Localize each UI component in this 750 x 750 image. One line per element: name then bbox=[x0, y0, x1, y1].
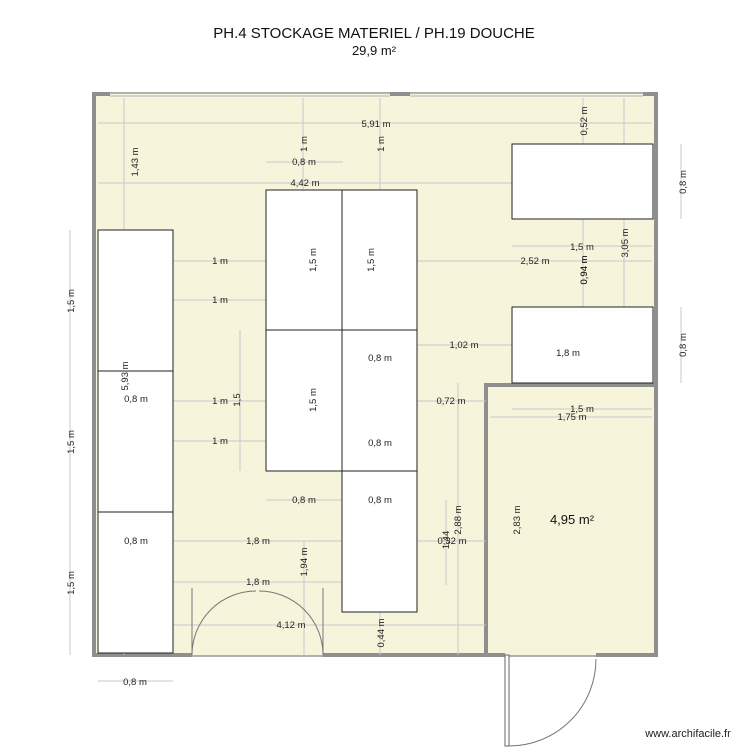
dim-vert-15-c: 1,5 bbox=[232, 393, 243, 406]
dim-102: 1,02 m bbox=[449, 340, 478, 351]
dim-vert-15-a: 1,5 m bbox=[308, 248, 319, 272]
center-unit-2 bbox=[341, 189, 418, 331]
dim-144: 1,44 bbox=[441, 531, 452, 550]
dim-032: 0,32 m bbox=[437, 536, 466, 547]
center-unit-3 bbox=[265, 329, 343, 472]
dim-072: 0,72 m bbox=[436, 396, 465, 407]
dim-right-252: 2,52 m bbox=[520, 256, 549, 267]
storage-units bbox=[97, 143, 654, 654]
dim-top-gap-left: 1,43 m bbox=[130, 147, 141, 176]
dim-mid-08-d: 0,8 m bbox=[368, 495, 392, 506]
dim-283: 2,83 m bbox=[512, 505, 523, 534]
dim-right-08-b: 0,8 m bbox=[678, 333, 689, 357]
dim-block-08-top: 0,8 m bbox=[292, 157, 316, 168]
walls bbox=[92, 92, 658, 657]
dim-194: 1,94 m bbox=[299, 547, 310, 576]
right-unit-top bbox=[511, 143, 654, 220]
dim-288: 2,88 m bbox=[453, 505, 464, 534]
main-double-door bbox=[191, 588, 324, 656]
dim-right-08-a: 0,8 m bbox=[678, 170, 689, 194]
dim-width-total: 5,91 m bbox=[361, 119, 390, 130]
dim-175: 1,75 m bbox=[557, 412, 586, 423]
dim-mid-08-b: 0,8 m bbox=[368, 438, 392, 449]
dim-left-15-c: 1,5 m bbox=[66, 571, 77, 595]
dim-vert-15-b: 1,5 m bbox=[366, 248, 377, 272]
dim-col-1m-3: 1 m bbox=[212, 396, 228, 407]
dim-left-08-a: 0,8 m bbox=[124, 394, 148, 405]
dim-width-inner: 4,42 m bbox=[290, 178, 319, 189]
dimension-labels: 5,91 m 4,42 m 0,8 m 1,43 m 1 m 1 m 0,52 … bbox=[66, 106, 689, 688]
dim-gap-1m-a: 1 m bbox=[299, 136, 310, 152]
dim-left-15-b: 1,5 m bbox=[66, 430, 77, 454]
dim-left-15-a: 1,5 m bbox=[66, 289, 77, 313]
dim-15-shower: 1,5 m bbox=[570, 404, 594, 415]
shower-area-label: 4,95 m² bbox=[550, 512, 595, 527]
dim-left-08-b: 0,8 m bbox=[124, 536, 148, 547]
dim-right-305: 3,05 m bbox=[620, 228, 631, 257]
shower-door bbox=[504, 654, 597, 747]
dim-vert-15-d: 1,5 m bbox=[308, 388, 319, 412]
center-unit-4 bbox=[341, 329, 418, 472]
center-unit-1 bbox=[265, 189, 343, 331]
center-unit-5 bbox=[341, 470, 418, 613]
left-unit-2 bbox=[97, 370, 174, 513]
dim-bottom-08: 0,8 m bbox=[123, 677, 147, 688]
dim-18-b: 1,8 m bbox=[246, 577, 270, 588]
plan-title: PH.4 STOCKAGE MATERIEL / PH.19 DOUCHE bbox=[213, 25, 534, 42]
dim-044: 0,44 m bbox=[376, 618, 387, 647]
total-area-label: 29,9 m² bbox=[352, 43, 397, 58]
left-unit-1 bbox=[97, 229, 174, 372]
dim-412: 4,12 m bbox=[276, 620, 305, 631]
dim-col-1m-4: 1 m bbox=[212, 436, 228, 447]
dim-mid-08-c: 0,8 m bbox=[292, 495, 316, 506]
watermark: www.archifacile.fr bbox=[644, 728, 731, 740]
left-unit-3 bbox=[97, 511, 174, 654]
right-unit-mid bbox=[511, 306, 654, 384]
dim-col-1m-2: 1 m bbox=[212, 295, 228, 306]
dim-col-1m-1: 1 m bbox=[212, 256, 228, 267]
dim-right-094-b: 0,94 m bbox=[579, 255, 590, 284]
dim-mid-08-a: 0,8 m bbox=[368, 353, 392, 364]
dim-18-right: 1,8 m bbox=[556, 348, 580, 359]
dim-top-right-052: 0,52 m bbox=[579, 106, 590, 135]
dim-left-593: 5,93 m bbox=[120, 361, 131, 390]
dim-right-094: 0,94 m bbox=[579, 255, 590, 284]
dim-right-15-top: 1,5 m bbox=[570, 242, 594, 253]
dim-18-a: 1,8 m bbox=[246, 536, 270, 547]
dim-gap-1m-b: 1 m bbox=[376, 136, 387, 152]
